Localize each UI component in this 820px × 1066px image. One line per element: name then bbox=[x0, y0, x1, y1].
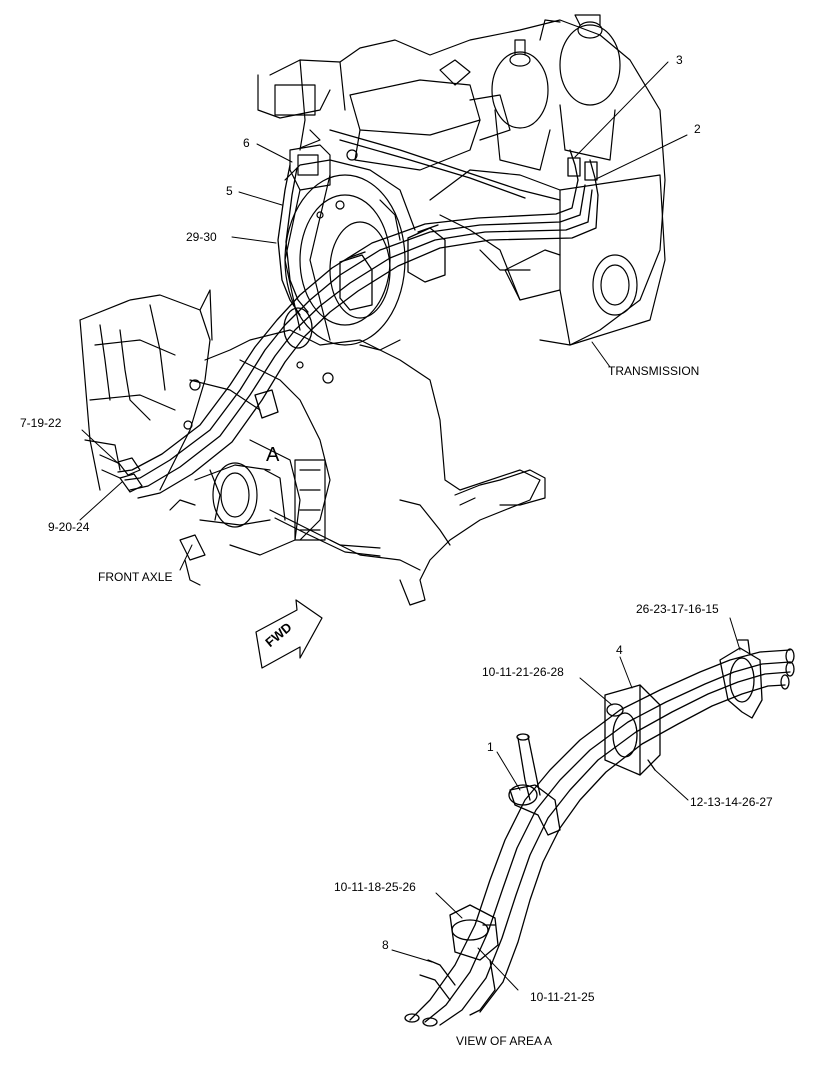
callout-8: 8 bbox=[382, 938, 389, 952]
engine-block-drawing bbox=[258, 15, 665, 350]
callout-10-11-21-25: 10-11-21-25 bbox=[530, 990, 595, 1004]
detail-view-drawing bbox=[405, 640, 794, 1026]
area-a-marker: A bbox=[266, 444, 280, 466]
front-axle-drawing bbox=[80, 290, 545, 605]
callout-4: 4 bbox=[616, 643, 623, 657]
callout-9-20-24: 9-20-24 bbox=[48, 520, 90, 534]
callout-10-11-21-26-28: 10-11-21-26-28 bbox=[482, 665, 564, 679]
callout-2: 2 bbox=[694, 122, 701, 136]
callout-29-30: 29-30 bbox=[186, 230, 217, 244]
fwd-arrow-shape bbox=[256, 600, 322, 668]
front-axle-label: FRONT AXLE bbox=[98, 570, 173, 584]
callout-3: 3 bbox=[676, 53, 683, 67]
callout-26-23-17-16-15: 26-23-17-16-15 bbox=[636, 602, 719, 616]
callout-12-13-14-26-27: 12-13-14-26-27 bbox=[690, 795, 773, 809]
callout-6: 6 bbox=[243, 136, 250, 150]
callout-7-19-22: 7-19-22 bbox=[20, 416, 62, 430]
hose-bundle-drawing bbox=[118, 130, 598, 498]
transmission-label: TRANSMISSION bbox=[608, 364, 700, 378]
callout-10-11-18-25-26: 10-11-18-25-26 bbox=[334, 880, 416, 894]
callout-1: 1 bbox=[487, 740, 494, 754]
view-of-area-a-caption: VIEW OF AREA A bbox=[456, 1034, 553, 1048]
callout-leader-lines bbox=[80, 62, 740, 990]
callout-5: 5 bbox=[226, 184, 233, 198]
